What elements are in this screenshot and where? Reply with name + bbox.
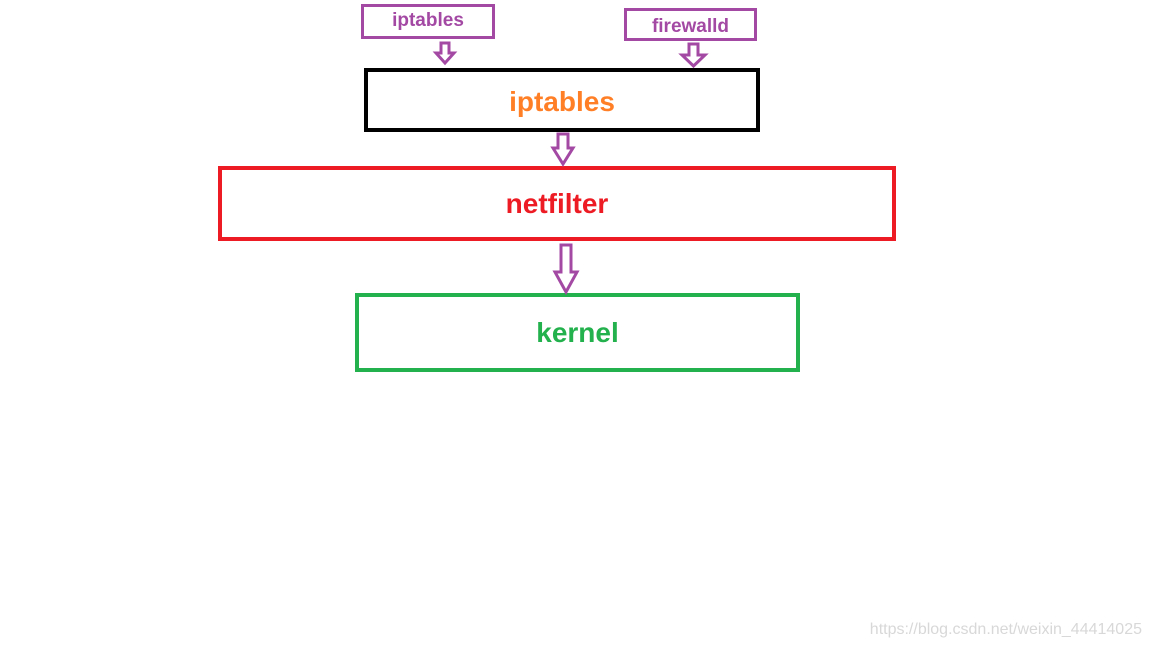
kernel-box: kernel (355, 293, 800, 372)
arrow-iptables-main-to-netfilter (550, 132, 576, 167)
firewalld-tool-box: firewalld (624, 8, 757, 41)
arrow-iptables-tool-to-iptables-main (432, 41, 458, 66)
iptables-tool-label: iptables (392, 10, 464, 31)
firewalld-tool-label: firewalld (651, 16, 730, 37)
iptables-tool-box: iptables (361, 4, 495, 39)
watermark: https://blog.csdn.net/weixin_44414025 (869, 621, 1142, 638)
netfilter-box: netfilter (218, 166, 896, 241)
iptables-main-box: iptables (364, 68, 760, 132)
arrow-netfilter-to-kernel (552, 243, 580, 296)
netfilter-label: netfilter (505, 187, 609, 219)
kernel-label: kernel (536, 316, 619, 348)
arrow-firewalld-tool-to-iptables-main (678, 42, 709, 69)
iptables-main-label: iptables (509, 86, 615, 117)
